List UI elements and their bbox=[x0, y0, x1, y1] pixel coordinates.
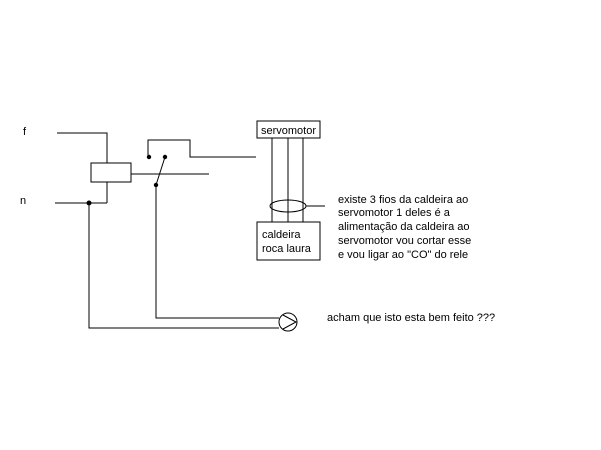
caldeira-label-1: caldeira bbox=[262, 229, 301, 241]
question-text: acham que isto esta bem feito ??? bbox=[327, 312, 495, 324]
note-line-5: e vou ligar ao "CO" do rele bbox=[338, 249, 468, 261]
contact-arm bbox=[155, 156, 166, 186]
note-line-1: existe 3 fios da caldeira ao bbox=[338, 194, 468, 206]
wire-n-to-pump bbox=[88, 203, 279, 329]
servomotor-label: servomotor bbox=[261, 125, 316, 137]
caldeira-label-2: roca laura bbox=[262, 243, 312, 255]
note-line-2: servomotor 1 deles é a bbox=[338, 207, 451, 219]
note-line-3: alimentação da caldeira ao bbox=[338, 221, 469, 233]
wire-f bbox=[57, 132, 108, 163]
wire-contact-nc bbox=[147, 139, 256, 158]
pump-triangle bbox=[282, 314, 298, 330]
wire-co-to-pump bbox=[155, 185, 279, 319]
relay-coil bbox=[90, 162, 132, 183]
caldeira-box bbox=[256, 221, 321, 261]
contact-nc-dot bbox=[146, 154, 152, 160]
pump-circle bbox=[278, 312, 298, 332]
label-n: n bbox=[20, 195, 26, 207]
label-f: f bbox=[23, 126, 27, 138]
note-line-4: servomotor vou cortar esse bbox=[338, 235, 471, 247]
